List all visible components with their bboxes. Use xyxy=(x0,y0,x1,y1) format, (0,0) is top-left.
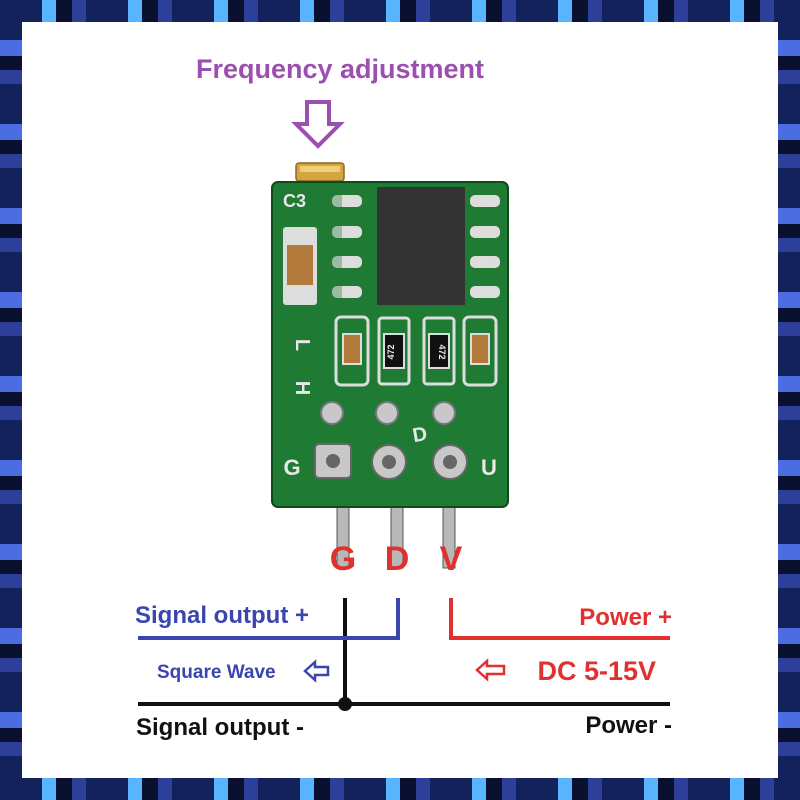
border-top xyxy=(0,0,800,22)
ic-pin-shadow xyxy=(332,195,342,298)
capacitor-small-right xyxy=(470,333,490,365)
border-bottom xyxy=(0,778,800,800)
resistor-left xyxy=(383,333,405,369)
module-diagram: Frequency adjustment C3 472 xyxy=(135,54,672,741)
label-square-wave: Square Wave xyxy=(157,662,276,683)
wire-signal xyxy=(138,598,400,640)
label-power-minus: Power - xyxy=(585,712,672,739)
resistor-left-label: 472 xyxy=(386,344,396,359)
ic-pin xyxy=(470,256,500,268)
jumper-pad xyxy=(320,401,344,425)
diagram-panel: Frequency adjustment C3 472 xyxy=(22,22,778,778)
pad-outline xyxy=(462,315,498,387)
jumper-pad xyxy=(432,401,456,425)
trimmer-highlight xyxy=(300,166,340,172)
capacitor-body xyxy=(287,245,313,285)
border-right xyxy=(778,0,800,800)
silkscreen-c3: C3 xyxy=(283,191,306,211)
ic-pin xyxy=(470,195,500,207)
border-left xyxy=(0,0,22,800)
junction-dot xyxy=(338,697,352,711)
ic-pin xyxy=(470,286,500,298)
label-dc-range: DC 5-15V xyxy=(537,656,656,686)
ic-pin xyxy=(332,226,362,238)
arrow-down-icon xyxy=(291,100,345,149)
silkscreen-h: H xyxy=(291,381,313,395)
pad-outline xyxy=(422,316,456,386)
silkscreen-d: D xyxy=(411,423,429,447)
arrow-left-icon xyxy=(303,659,330,683)
arrow-left-icon xyxy=(475,658,506,682)
pin-label-d: D xyxy=(385,540,410,578)
header-hole xyxy=(326,454,340,468)
ic-pin xyxy=(332,195,362,207)
silkscreen-g: G xyxy=(283,455,300,480)
label-power-plus: Power + xyxy=(579,604,672,631)
ic-pin xyxy=(332,286,362,298)
silkscreen-l: L xyxy=(291,339,313,351)
pin-label-g: G xyxy=(330,540,356,578)
capacitor-small-left xyxy=(342,333,362,365)
ic-pin xyxy=(332,256,362,268)
silkscreen-v: U xyxy=(481,455,497,480)
pad-outline xyxy=(377,316,411,386)
wire-power-plus xyxy=(449,598,670,640)
ic-chip xyxy=(377,187,465,305)
label-signal-output-plus: Signal output + xyxy=(135,602,309,629)
ic-pin xyxy=(470,226,500,238)
pad-outline xyxy=(334,315,370,387)
header-hole xyxy=(443,455,457,469)
header-hole xyxy=(382,455,396,469)
title: Frequency adjustment xyxy=(196,54,484,84)
resistor-right xyxy=(428,333,450,369)
label-signal-output-minus: Signal output - xyxy=(136,714,304,741)
resistor-right-label: 472 xyxy=(437,344,447,359)
jumper-pad xyxy=(375,401,399,425)
pin-label-v: V xyxy=(440,540,463,578)
